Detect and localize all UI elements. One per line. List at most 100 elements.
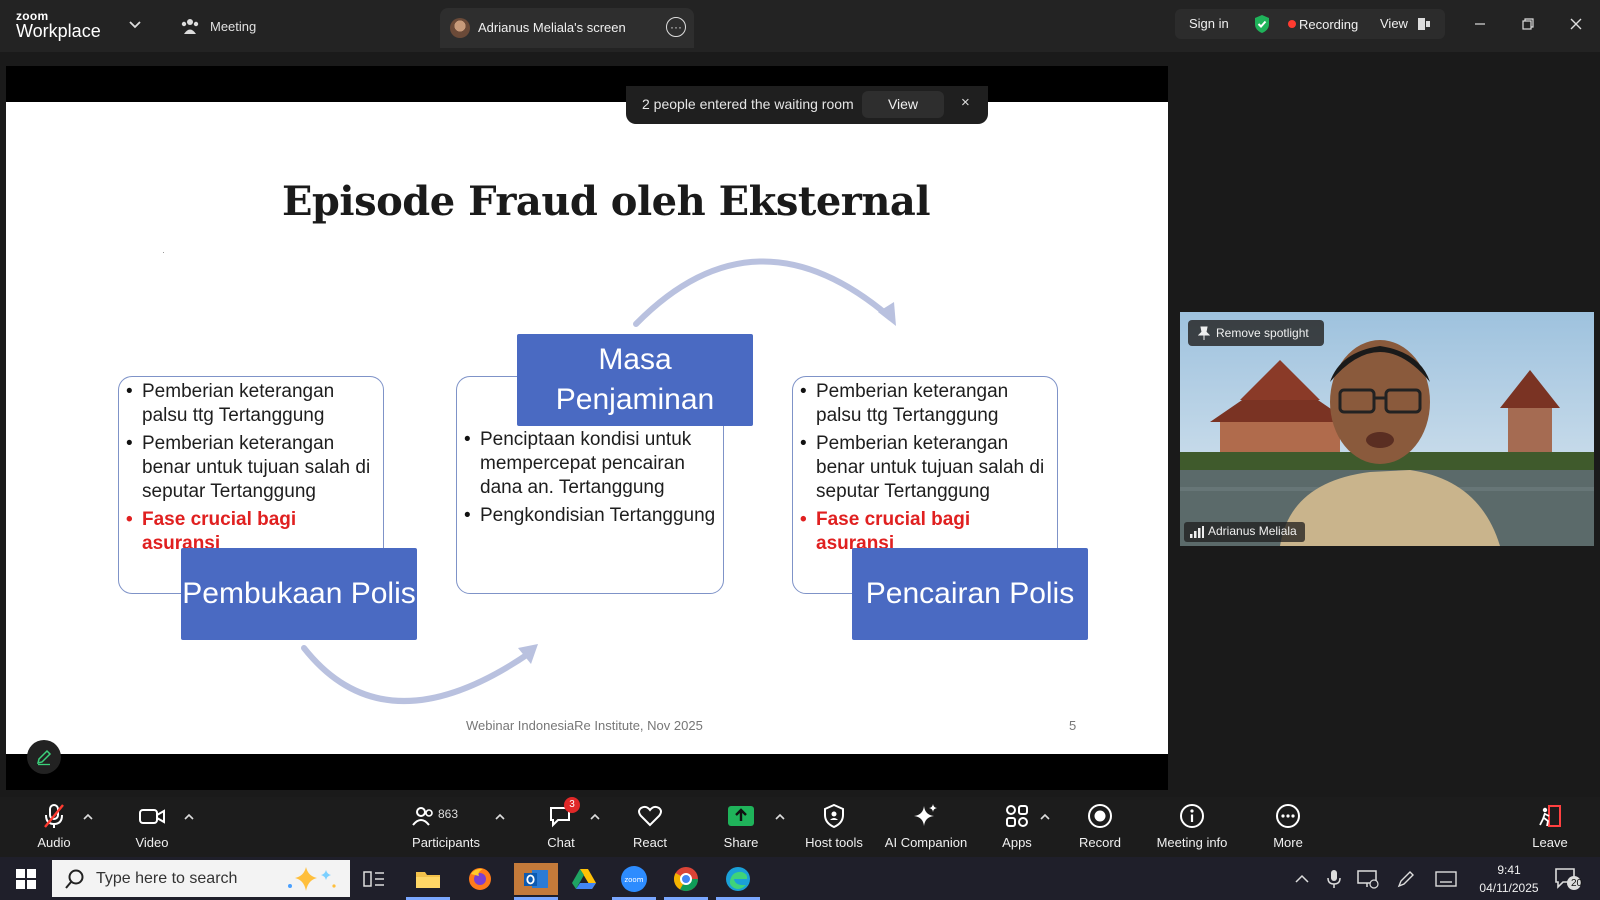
- leave-button[interactable]: Leave: [1530, 801, 1570, 855]
- taskbar-search-input[interactable]: Type here to search: [52, 860, 350, 897]
- google-drive-icon[interactable]: [568, 863, 600, 895]
- close-icon[interactable]: ×: [961, 94, 970, 111]
- clock[interactable]: 9:41 04/11/2025: [1474, 861, 1544, 897]
- leave-door-icon: [1535, 801, 1565, 831]
- touch-keyboard-icon[interactable]: [1430, 863, 1462, 895]
- running-indicator: [612, 897, 656, 900]
- slide-artifact: [163, 252, 164, 253]
- heart-icon: [635, 801, 665, 831]
- meeting-controls: Audio Video 863 Participants 3 Chat Reac…: [0, 797, 1600, 857]
- ai-companion-button[interactable]: AI Companion: [882, 801, 970, 855]
- sign-in-button[interactable]: Sign in: [1189, 16, 1229, 31]
- list-item: Pemberian keterangan palsu ttg Tertanggu…: [126, 380, 378, 428]
- meeting-info-label: Meeting info: [1156, 835, 1228, 850]
- participant-name: Adrianus Meliala: [1208, 524, 1297, 538]
- svg-text:zoom: zoom: [624, 876, 643, 884]
- chevron-up-icon[interactable]: [590, 813, 600, 821]
- shared-screen: Episode Fraud oleh Eksternal Pemberian k…: [6, 66, 1168, 790]
- chevron-up-icon[interactable]: [1286, 863, 1318, 895]
- more-options-icon[interactable]: ···: [666, 17, 686, 37]
- view-layout-icon: [1418, 18, 1430, 30]
- waiting-room-text: 2 people entered the waiting room: [642, 96, 854, 112]
- host-tools-label: Host tools: [805, 835, 863, 850]
- microphone-tray-icon[interactable]: [1318, 863, 1350, 895]
- restore-icon[interactable]: [1516, 12, 1540, 36]
- running-indicator: [664, 897, 708, 900]
- shield-check-icon[interactable]: [1253, 14, 1271, 34]
- list-item: Penciptaan kondisi untuk mempercepat pen…: [464, 428, 716, 500]
- tab-shared-screen-label: Adrianus Meliala's screen: [478, 20, 626, 35]
- avatar: [450, 18, 470, 38]
- search-placeholder: Type here to search: [96, 870, 238, 887]
- file-explorer-icon[interactable]: [412, 863, 444, 895]
- mic-muted-icon: [39, 801, 69, 831]
- more-dots-icon: [1273, 801, 1303, 831]
- annotate-pencil-icon[interactable]: [27, 740, 61, 774]
- minimize-icon[interactable]: [1468, 12, 1492, 36]
- presentation-slide: Episode Fraud oleh Eksternal Pemberian k…: [6, 102, 1168, 754]
- phase-list-left: Pemberian keterangan palsu ttg Tertanggu…: [126, 380, 378, 560]
- edge-icon[interactable]: [722, 863, 754, 895]
- zoom-app-icon[interactable]: zoom: [618, 863, 650, 895]
- zoom-workplace-logo[interactable]: zoom Workplace: [16, 9, 136, 43]
- cycle-arrow-top: [633, 258, 896, 327]
- tab-shared-screen[interactable]: Adrianus Meliala's screen ···: [440, 8, 694, 48]
- waiting-room-notification: 2 people entered the waiting room View ×: [626, 86, 988, 124]
- stage-masa-penjaminan: Masa Penjaminan: [517, 334, 753, 426]
- recording-status[interactable]: Recording: [1299, 17, 1359, 32]
- participants-button[interactable]: 863 Participants: [410, 801, 482, 855]
- status-pill: Sign in Recording View: [1175, 9, 1445, 39]
- brand-workplace: Workplace: [16, 21, 101, 41]
- record-button[interactable]: Record: [1079, 801, 1121, 855]
- chevron-up-icon[interactable]: [184, 813, 194, 821]
- task-view-icon[interactable]: [358, 863, 390, 895]
- running-indicator: [406, 897, 450, 900]
- participants-label: Participants: [412, 835, 480, 850]
- list-item: Pemberian keterangan benar untuk tujuan …: [800, 432, 1052, 504]
- video-button[interactable]: Video: [130, 801, 174, 855]
- network-tray-icon[interactable]: [1352, 863, 1384, 895]
- share-label: Share: [723, 835, 759, 850]
- highlight-item: Fase crucial bagi asuransi: [126, 508, 378, 556]
- react-button[interactable]: React: [632, 801, 668, 855]
- outlook-icon[interactable]: [514, 863, 558, 895]
- waiting-room-view-button[interactable]: View: [862, 91, 944, 118]
- notifications-icon[interactable]: 20: [1552, 863, 1584, 895]
- chat-icon: 3: [546, 797, 580, 831]
- recording-dot-icon: [1288, 20, 1296, 28]
- chevron-up-icon[interactable]: [1040, 813, 1050, 821]
- close-window-icon[interactable]: [1564, 12, 1588, 36]
- host-tools-button[interactable]: Host tools: [804, 801, 864, 855]
- windows-start-icon[interactable]: [10, 863, 42, 895]
- list-item: Pengkondisian Tertanggung: [464, 504, 716, 528]
- list-item: Pemberian keterangan benar untuk tujuan …: [126, 432, 378, 504]
- cycle-arrow-bottom: [301, 644, 538, 704]
- running-indicator: [716, 897, 760, 900]
- stage-pembukaan-polis: Pembukaan Polis: [181, 548, 417, 640]
- tab-meeting[interactable]: Meeting: [180, 14, 256, 38]
- remove-spotlight-label: Remove spotlight: [1216, 326, 1309, 340]
- audio-button[interactable]: Audio: [34, 801, 74, 855]
- chat-button[interactable]: 3 Chat: [544, 797, 580, 855]
- record-label: Record: [1079, 835, 1121, 850]
- firefox-icon[interactable]: [464, 863, 496, 895]
- windows-taskbar: Type here to search zoom: [0, 857, 1600, 900]
- clock-date: 04/11/2025: [1479, 881, 1539, 895]
- apps-button[interactable]: Apps: [1000, 801, 1034, 855]
- video-label: Video: [135, 835, 169, 850]
- pin-icon: [1198, 326, 1210, 340]
- view-button[interactable]: View: [1380, 16, 1408, 31]
- chrome-icon[interactable]: [670, 863, 702, 895]
- share-button[interactable]: Share: [724, 801, 758, 855]
- chevron-down-icon[interactable]: [126, 15, 144, 33]
- pen-tray-icon[interactable]: [1390, 863, 1422, 895]
- chevron-up-icon[interactable]: [775, 813, 785, 821]
- participant-video-tile[interactable]: Remove spotlight Adrianus Meliala: [1180, 312, 1594, 546]
- ai-companion-label: AI Companion: [884, 835, 968, 850]
- remove-spotlight-button[interactable]: Remove spotlight: [1188, 320, 1324, 346]
- record-icon: [1085, 801, 1115, 831]
- chevron-up-icon[interactable]: [83, 813, 93, 821]
- more-button[interactable]: More: [1270, 801, 1306, 855]
- meeting-info-button[interactable]: Meeting info: [1154, 801, 1230, 855]
- chevron-up-icon[interactable]: [495, 813, 505, 821]
